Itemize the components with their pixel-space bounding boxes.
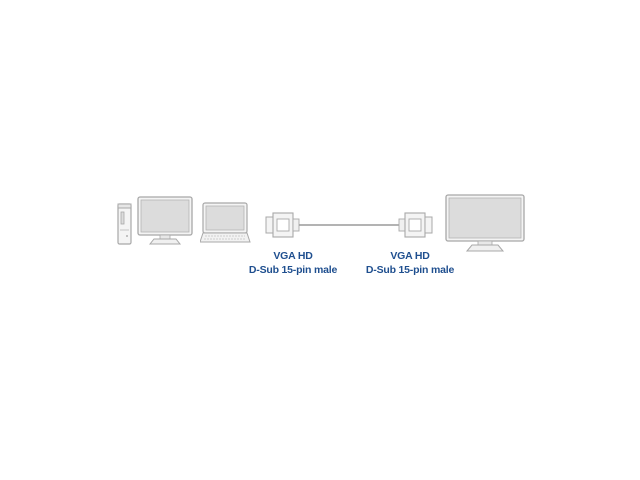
target-monitor-icon	[445, 194, 525, 252]
vga-cable-diagram	[264, 211, 434, 241]
right-connector-spec: D-Sub 15-pin male	[365, 264, 455, 276]
left-connector-spec: D-Sub 15-pin male	[248, 264, 338, 276]
desktop-tower-icon	[117, 203, 133, 245]
left-connector-type: VGA HD	[273, 250, 313, 262]
desktop-monitor-icon	[137, 196, 193, 246]
right-vga-connector-icon	[398, 212, 433, 238]
right-connector-label: VGA HD D-Sub 15-pin male	[345, 249, 475, 277]
left-vga-connector-icon	[265, 212, 300, 238]
right-connector-type: VGA HD	[390, 250, 430, 262]
left-connector-label: VGA HD D-Sub 15-pin male	[228, 249, 358, 277]
laptop-icon	[200, 202, 252, 244]
